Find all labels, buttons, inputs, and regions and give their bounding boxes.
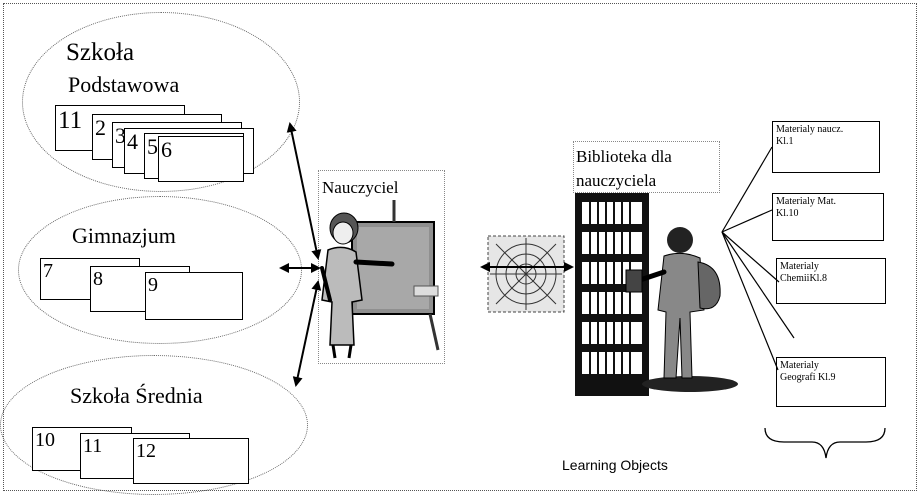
grade-card-middle: 9 [145,272,243,320]
grade-number: 12 [136,440,156,462]
learning-objects-label: Learning Objects [562,457,668,473]
primary-school-ellipse [22,12,300,192]
grade-number: 6 [161,137,172,162]
grade-number: 11 [83,435,103,457]
material-line1: Materialy Mat. [776,196,836,207]
curly-brace [764,427,886,459]
connector-lines [721,146,795,371]
grade-number: 2 [95,115,106,140]
middle-school-title: Gimnazjum [72,223,176,248]
high-school-title: Szkoła Średnia [70,383,203,408]
teacher-label: Nauczyciel [322,178,399,197]
grade-card-high: 12 [133,438,249,484]
library-label-line1: Biblioteka dla [576,147,672,166]
grade-card-primary: 6 [158,136,244,182]
material-line2: Kl.1 [776,135,794,147]
material-line1: Materialy [780,261,819,272]
grade-number: 3 [115,123,126,148]
material-line2: ChemiiKl.8 [780,272,827,284]
grade-number: 4 [127,129,138,154]
material-box: Materialy naucz.Kl.1 [772,121,880,173]
library-clipart-icon [575,193,738,396]
grade-number: 10 [35,429,55,451]
diagram-frame [3,3,917,491]
teacher-clipart-icon [320,200,440,359]
material-line1: Materialy naucz. [776,124,844,135]
grade-number: 8 [93,268,103,290]
arrow-high-teacher [292,280,322,387]
arrow-primary-teacher [286,122,322,260]
library-label-line2: nauczyciela [576,171,657,190]
web-icon [480,235,574,313]
high-school-ellipse [0,355,308,495]
material-box: Materialy Mat.Kl.10 [772,193,884,241]
primary-school-title-line2: Podstawowa [68,72,180,97]
grade-number: 7 [43,260,53,282]
material-line2: Geografi Kl.9 [780,371,836,383]
material-line1: Materialy [780,360,819,371]
library-box [573,141,720,193]
primary-school-title-line1: Szkoła [66,39,135,66]
grade-number: 9 [148,274,158,296]
grade-number: 5 [147,134,158,159]
grade-number: 11 [58,107,83,134]
material-line2: Kl.10 [776,207,799,219]
